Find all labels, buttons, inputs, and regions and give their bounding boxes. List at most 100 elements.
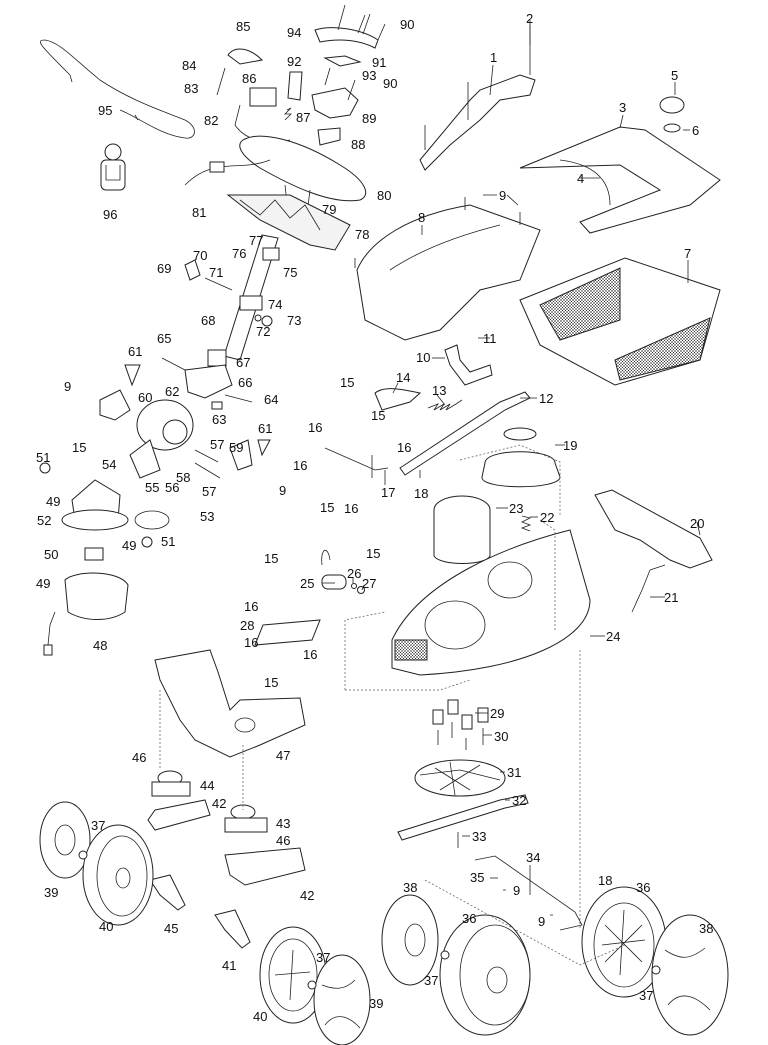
- part-4-slider: [559, 159, 611, 206]
- callout-16-b: 16: [397, 440, 411, 455]
- callout-52: 52: [37, 513, 51, 528]
- part-81-power-cable: [184, 159, 271, 186]
- callout-37-rear-left: 37: [424, 973, 438, 988]
- callout-78: 78: [355, 227, 369, 242]
- callout-61-a: 61: [128, 344, 142, 359]
- part-78-grip-frame: [226, 194, 351, 251]
- part-83-pin: [216, 67, 226, 96]
- callout-15-g: 15: [264, 675, 278, 690]
- callout-49-b: 49: [122, 538, 136, 553]
- part-66-hinge-block: [184, 364, 233, 399]
- part-47-front-cover: [154, 649, 306, 758]
- part-69-70-clip: [184, 259, 201, 281]
- callout-15-c: 15: [320, 500, 334, 515]
- callout-15-f: 15: [264, 551, 278, 566]
- part-52-flange: [61, 509, 129, 531]
- callout-95: 95: [98, 103, 112, 118]
- part-34-rear-axle: [474, 855, 583, 931]
- part-42b-front-plate: [224, 847, 306, 886]
- callout-39-left: 39: [44, 885, 58, 900]
- callout-86: 86: [242, 71, 256, 86]
- callout-40-right: 40: [253, 1009, 267, 1024]
- callout-59: 59: [229, 440, 243, 455]
- callout-1: 1: [490, 50, 497, 65]
- part-57-rods: [194, 449, 221, 479]
- callout-9-cover: 9: [499, 188, 506, 203]
- part-85-cap: [227, 48, 264, 65]
- part-64-pin: [224, 394, 253, 403]
- callout-65: 65: [157, 331, 171, 346]
- callout-44: 44: [200, 778, 214, 793]
- callout-47: 47: [276, 748, 290, 763]
- part-71-bolt: [204, 277, 233, 291]
- callout-82: 82: [204, 113, 218, 128]
- callout-71: 71: [209, 265, 223, 280]
- part-13-spring: [427, 399, 463, 411]
- callout-90-b: 90: [383, 76, 397, 91]
- callout-32: 32: [512, 793, 526, 808]
- callout-53: 53: [200, 509, 214, 524]
- part-45-front-swivel: [149, 874, 186, 911]
- callout-96: 96: [103, 207, 117, 222]
- part-10-lever-knob: [444, 344, 493, 386]
- callout-90-a: 90: [400, 17, 414, 32]
- callout-74: 74: [268, 297, 282, 312]
- callout-60: 60: [138, 390, 152, 405]
- callout-35: 35: [470, 870, 484, 885]
- part-7-grass-box: [519, 257, 721, 386]
- part-1-carry-handle: [419, 74, 536, 171]
- callout-15-b: 15: [371, 408, 385, 423]
- part-39-hubcap-front-left: [39, 801, 91, 879]
- callout-15-d: 15: [366, 546, 380, 561]
- part-65-screw: [161, 357, 186, 371]
- callout-79: 79: [322, 202, 336, 217]
- part-6-washer: [663, 123, 681, 133]
- callout-34: 34: [526, 850, 540, 865]
- callout-8: 8: [418, 210, 425, 225]
- callout-18-axle: 18: [598, 873, 612, 888]
- callout-9-side-left: 9: [64, 379, 71, 394]
- callout-81: 81: [192, 205, 206, 220]
- callout-57-a: 57: [210, 437, 224, 452]
- part-61b-latch: [257, 439, 271, 457]
- callout-63: 63: [212, 412, 226, 427]
- leader-lines: [322, 25, 701, 916]
- part-3-top-deck: [519, 126, 721, 234]
- part-92-clip: [287, 71, 303, 101]
- part-8-motor-cover: [356, 204, 541, 341]
- callout-91: 91: [372, 55, 386, 70]
- callout-3: 3: [619, 100, 626, 115]
- part-50-gear: [84, 547, 104, 561]
- callout-41: 41: [222, 958, 236, 973]
- callout-55: 55: [145, 480, 159, 495]
- callout-17: 17: [381, 485, 395, 500]
- callout-43: 43: [276, 816, 290, 831]
- part-30-bolts: [437, 722, 484, 750]
- callout-labels: 1 2 3 4 5 6 7 8 9 9 9 9 9 10 11 12 13 14…: [36, 11, 713, 1024]
- part-72-washer: [254, 314, 262, 322]
- part-31-fan: [414, 759, 506, 797]
- callout-24: 24: [606, 629, 620, 644]
- callout-9-axle-b: 9: [538, 914, 545, 929]
- part-53-gasket: [134, 510, 170, 530]
- callout-19: 19: [563, 438, 577, 453]
- part-14-cam: [374, 388, 422, 411]
- part-40-front-wheel-left: [82, 824, 154, 926]
- part-63-block: [211, 401, 223, 410]
- callout-15-e: 15: [72, 440, 86, 455]
- callout-25: 25: [300, 576, 314, 591]
- part-67-sleeve: [207, 349, 227, 367]
- part-21-torsion-spring: [631, 564, 666, 613]
- callout-15-a: 15: [340, 375, 354, 390]
- callout-88: 88: [351, 137, 365, 152]
- part-51-cap: [39, 462, 51, 474]
- part-48-motor-housing: [43, 572, 129, 656]
- part-60-side-cover: [99, 389, 131, 421]
- callout-87: 87: [296, 110, 310, 125]
- callout-94: 94: [287, 25, 301, 40]
- part-73-knob: [261, 315, 273, 327]
- callout-66: 66: [238, 375, 252, 390]
- callout-51-a: 51: [36, 450, 50, 465]
- callout-16-a: 16: [308, 420, 322, 435]
- callout-16-e: 16: [244, 599, 258, 614]
